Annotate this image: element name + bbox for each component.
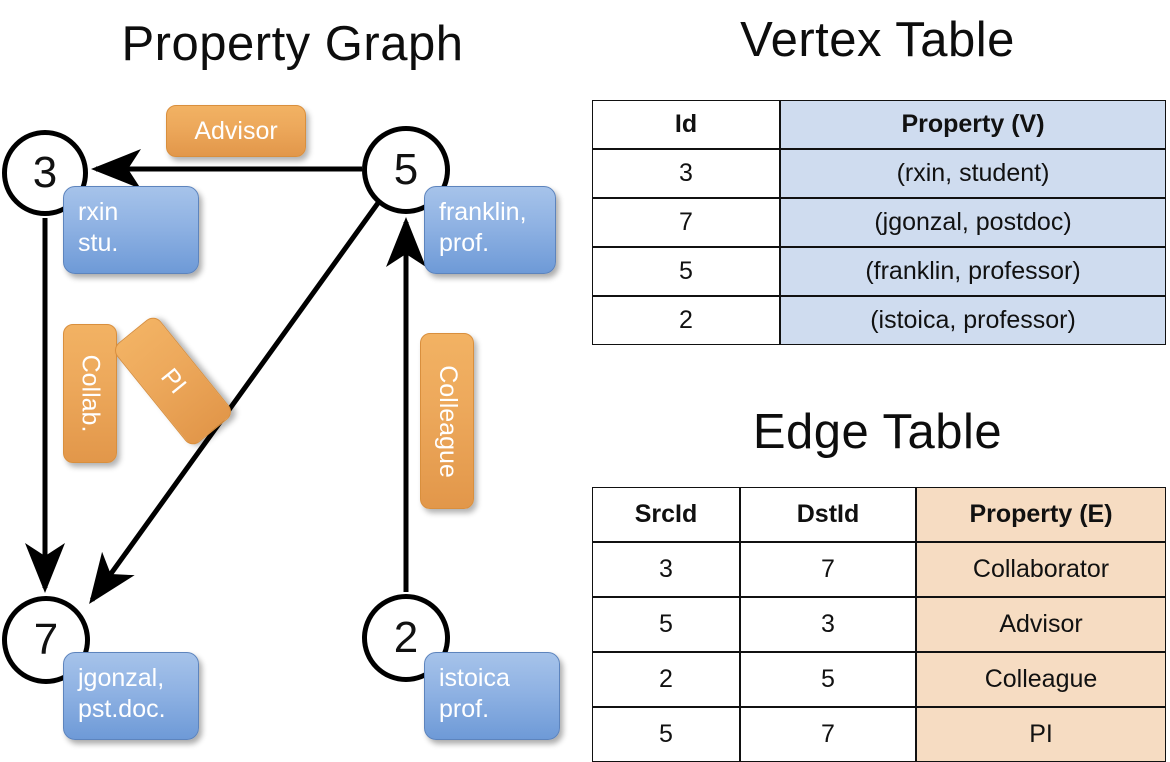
vertex-row-0-id: 3 — [592, 149, 780, 198]
node-property-jgonzal-line2: pst.doc. — [78, 695, 166, 724]
edge-row-3-property: PI — [916, 707, 1166, 762]
vertex-row-2-id: 5 — [592, 247, 780, 296]
graph-edges-svg — [25, 149, 426, 605]
edge-row-1-src: 5 — [592, 597, 740, 652]
edge-label-collab: Collab. — [63, 324, 117, 463]
edge-row-2-property: Colleague — [916, 652, 1166, 707]
table-header-row: SrcId DstId Property (E) — [592, 487, 1166, 542]
table-row: 5 3 Advisor — [592, 597, 1166, 652]
table-row: 5 7 PI — [592, 707, 1166, 762]
vertex-table: Id Property (V) 3 (rxin, student) 7 (jgo… — [592, 100, 1166, 345]
graph-node-7-label: 7 — [33, 615, 59, 664]
vertex-row-3-id: 2 — [592, 296, 780, 345]
page-title-edge-table: Edge Table — [752, 405, 1003, 459]
node-property-box-franklin: franklin, prof. — [424, 186, 556, 274]
vertex-row-0-property: (rxin, student) — [780, 149, 1166, 198]
edge-row-2-src: 2 — [592, 652, 740, 707]
node-property-box-jgonzal: jgonzal, pst.doc. — [63, 652, 199, 740]
graph-node-2[interactable]: 2 — [362, 594, 450, 682]
edge-row-0-src: 3 — [592, 542, 740, 597]
node-property-rxin-line2: stu. — [78, 229, 119, 258]
vertex-row-1-id: 7 — [592, 198, 780, 247]
table-row: 3 (rxin, student) — [592, 149, 1166, 198]
vertex-table-header-property: Property (V) — [780, 100, 1166, 149]
table-row: 5 (franklin, professor) — [592, 247, 1166, 296]
graph-node-3-label: 3 — [32, 148, 58, 197]
edge-label-advisor-text: Advisor — [194, 116, 278, 145]
table-row: 3 7 Collaborator — [592, 542, 1166, 597]
table-row: 2 (istoica, professor) — [592, 296, 1166, 345]
edge-row-3-dst: 7 — [740, 707, 916, 762]
node-property-franklin-line1: franklin, — [439, 198, 527, 226]
table-row: 7 (jgonzal, postdoc) — [592, 198, 1166, 247]
edge-row-2-dst: 5 — [740, 652, 916, 707]
edge-row-1-property: Advisor — [916, 597, 1166, 652]
node-property-box-istoica: istoica prof. — [424, 652, 560, 740]
edge-row-3-src: 5 — [592, 707, 740, 762]
edge-arrow-pi — [89, 201, 381, 605]
vertex-row-3-property: (istoica, professor) — [780, 296, 1166, 345]
node-property-rxin-line1: rxin — [78, 198, 119, 226]
page-title-property-graph: Property Graph — [121, 17, 464, 71]
edge-table-header-srcid: SrcId — [592, 487, 740, 542]
edge-row-0-dst: 7 — [740, 542, 916, 597]
edge-row-0-property: Collaborator — [916, 542, 1166, 597]
node-property-istoica-line1: istoica — [439, 664, 510, 692]
node-property-istoica-line2: prof. — [439, 695, 490, 724]
node-property-franklin-line2: prof. — [439, 229, 490, 258]
vertex-row-1-property: (jgonzal, postdoc) — [780, 198, 1166, 247]
vertex-table-header-id: Id — [592, 100, 780, 149]
graph-node-5[interactable]: 5 — [362, 126, 450, 214]
edge-table-header-dstid: DstId — [740, 487, 916, 542]
page-title-vertex-table: Vertex Table — [740, 13, 1015, 67]
table-row: 2 5 Colleague — [592, 652, 1166, 707]
edge-label-collab-text: Collab. — [76, 354, 105, 433]
edge-table-header-property: Property (E) — [916, 487, 1166, 542]
vertex-row-2-property: (franklin, professor) — [780, 247, 1166, 296]
edge-label-colleague: Colleague — [420, 333, 474, 509]
edge-label-colleague-text: Colleague — [433, 364, 462, 478]
edge-label-advisor: Advisor — [166, 105, 306, 157]
graph-node-2-label: 2 — [393, 613, 419, 662]
edge-label-pi-text: PI — [155, 362, 192, 399]
node-property-box-rxin: rxin stu. — [63, 186, 199, 274]
graph-node-5-label: 5 — [393, 145, 419, 194]
table-header-row: Id Property (V) — [592, 100, 1166, 149]
node-property-jgonzal-line1: jgonzal, — [78, 664, 165, 692]
edge-table: SrcId DstId Property (E) 3 7 Collaborato… — [592, 487, 1166, 762]
edge-row-1-dst: 3 — [740, 597, 916, 652]
